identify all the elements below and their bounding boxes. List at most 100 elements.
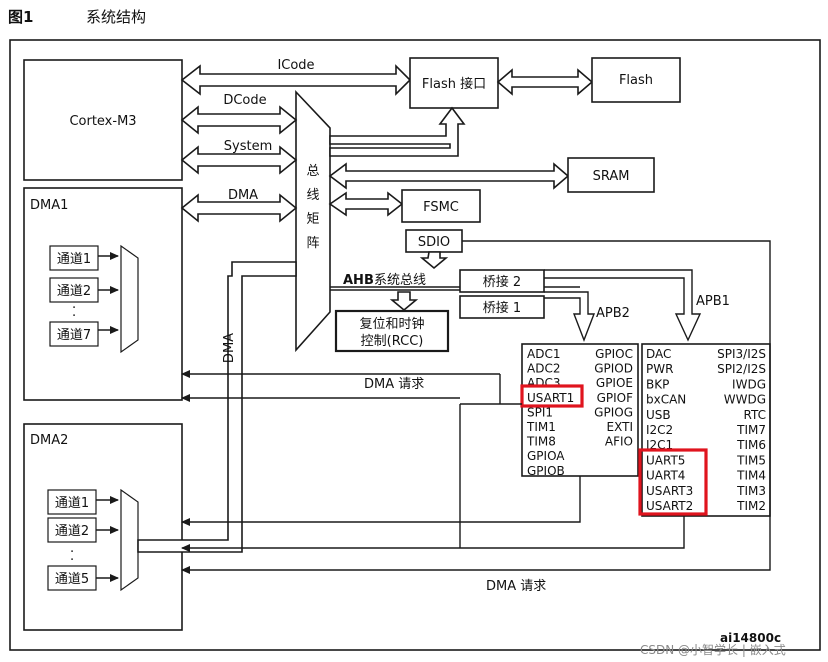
peripheral-label: SPI2/I2S xyxy=(717,362,766,376)
dma1-channel-box xyxy=(49,321,99,347)
dma2-bus-path xyxy=(137,261,297,553)
icode-label: ICode xyxy=(277,58,314,73)
dma2-request-line-2 xyxy=(181,516,685,552)
dma1-arbiter xyxy=(120,244,139,354)
dma2-request-line-1 xyxy=(181,476,581,526)
system-label: System xyxy=(224,139,272,154)
peripheral-label: TIM3 xyxy=(736,484,766,498)
peripheral-label: DAC xyxy=(646,347,671,361)
dma2-channels: 通道1 通道2 . . 通道5 xyxy=(47,488,139,592)
dma2-channel-box xyxy=(47,517,97,543)
apb2-label: APB2 xyxy=(596,306,630,321)
dma1-channel-box xyxy=(49,245,99,271)
flash-link xyxy=(496,68,594,96)
ahb-label: AHB xyxy=(343,273,374,288)
system-bus xyxy=(180,145,298,175)
peripheral-label: UART4 xyxy=(646,469,685,483)
dma2-label: DMA2 xyxy=(30,433,68,448)
dma-bus-label: DMA xyxy=(228,188,258,203)
peripheral-label: IWDG xyxy=(732,377,766,391)
peripheral-label: USART3 xyxy=(646,484,693,498)
peripheral-label: TIM2 xyxy=(736,499,766,513)
sram-block xyxy=(567,157,655,193)
sram-bus xyxy=(328,162,570,190)
dma1-channel-label: 通道1 xyxy=(57,252,91,267)
peripheral-label: TIM1 xyxy=(526,420,556,434)
peripheral-label: bxCAN xyxy=(646,393,686,407)
peripheral-label: AFIO xyxy=(605,435,633,449)
bus-matrix-char: 阵 xyxy=(306,236,319,251)
dma2-channel-gap: . xyxy=(70,541,74,556)
bridge2-label: 桥接 2 xyxy=(483,274,521,290)
dma1-label: DMA1 xyxy=(30,198,68,213)
peripheral-label: TIM8 xyxy=(526,435,556,449)
peripheral-label: USART2 xyxy=(646,499,693,513)
flash-block xyxy=(591,57,681,103)
bus-matrix-char: 矩 xyxy=(306,212,319,227)
peripheral-label: ADC3 xyxy=(527,376,560,390)
dcode-bus xyxy=(180,105,298,135)
peripheral-label: ADC1 xyxy=(527,347,560,361)
rcc-label-line1: 复位和时钟 xyxy=(359,316,424,332)
peripheral-label: SPI3/I2S xyxy=(717,347,766,361)
peripheral-label: RTC xyxy=(744,408,766,422)
peripheral-label: GPIOA xyxy=(527,449,565,463)
apb2-peripheral-box xyxy=(521,343,639,477)
peripheral-label: GPIOG xyxy=(594,405,633,419)
peripheral-label: TIM5 xyxy=(736,453,766,467)
flash-interface-label: Flash 接口 xyxy=(422,76,486,92)
figure-number: 图1 xyxy=(8,8,33,26)
peripheral-label: EXTI xyxy=(607,420,633,434)
dma2-channel-box xyxy=(47,565,97,591)
uart-usart-highlight xyxy=(638,448,708,516)
dcode-label: DCode xyxy=(223,93,266,108)
dma2-channel-box xyxy=(47,489,97,515)
apb1-right-column: SPI3/I2SSPI2/I2SIWDGWWDGRTCTIM7TIM6TIM5T… xyxy=(717,347,766,513)
peripheral-label: GPIOC xyxy=(595,347,633,361)
sdio-link xyxy=(419,251,449,270)
dma2-channel-label: 通道1 xyxy=(55,496,89,511)
figure-id: ai14800c xyxy=(720,631,781,645)
peripheral-label: BKP xyxy=(646,377,669,391)
flash-label: Flash xyxy=(619,73,653,88)
rcc-link xyxy=(389,291,419,312)
outer-frame xyxy=(9,39,821,651)
apb1-label: APB1 xyxy=(696,294,730,309)
fsmc-label: FSMC xyxy=(423,200,459,215)
peripheral-label: SPI1 xyxy=(527,405,553,419)
ahb-suffix-label: 系统总线 xyxy=(374,273,426,288)
flash-interface-block xyxy=(409,57,499,109)
dma-vertical-label: DMA xyxy=(222,333,237,363)
rcc-label-line2: 控制(RCC) xyxy=(361,334,424,349)
usart1-highlight xyxy=(520,384,584,408)
peripheral-label: TIM7 xyxy=(736,423,766,437)
peripheral-label: TIM4 xyxy=(736,469,766,483)
dma1-channels: 通道1 通道2 . . 通道7 xyxy=(49,244,139,354)
peripheral-label: I2C2 xyxy=(646,423,673,437)
bus-matrix-char: 线 xyxy=(306,188,319,203)
peripheral-label: UART5 xyxy=(646,453,685,467)
dma1-channel-gap: . xyxy=(72,305,76,320)
rcc-block xyxy=(334,309,450,353)
bridge2-block xyxy=(459,269,545,293)
dma1-block xyxy=(23,187,183,401)
dma1-channel-box xyxy=(49,277,99,303)
dma2-channel-label: 通道2 xyxy=(55,524,89,539)
peripheral-label: WWDG xyxy=(724,393,766,407)
dma-request-label-2: DMA 请求 xyxy=(486,579,546,594)
peripheral-label: ADC2 xyxy=(527,362,560,376)
bus-matrix-char: 总 xyxy=(306,164,319,179)
cortex-m3-block xyxy=(23,59,183,181)
watermark: CSDN @小智学长 | 嵌入式 xyxy=(640,642,786,657)
peripheral-label: USB xyxy=(646,408,671,422)
sram-label: SRAM xyxy=(593,169,630,184)
bridge1-label: 桥接 1 xyxy=(483,300,521,316)
matrix-to-flash-path xyxy=(329,106,466,157)
dma1-channel-label: 通道7 xyxy=(57,328,91,343)
sdio-label: SDIO xyxy=(418,235,450,250)
peripheral-label: PWR xyxy=(646,362,673,376)
cortex-m3-label: Cortex-M3 xyxy=(69,114,136,129)
peripheral-label: GPIOE xyxy=(596,376,633,390)
